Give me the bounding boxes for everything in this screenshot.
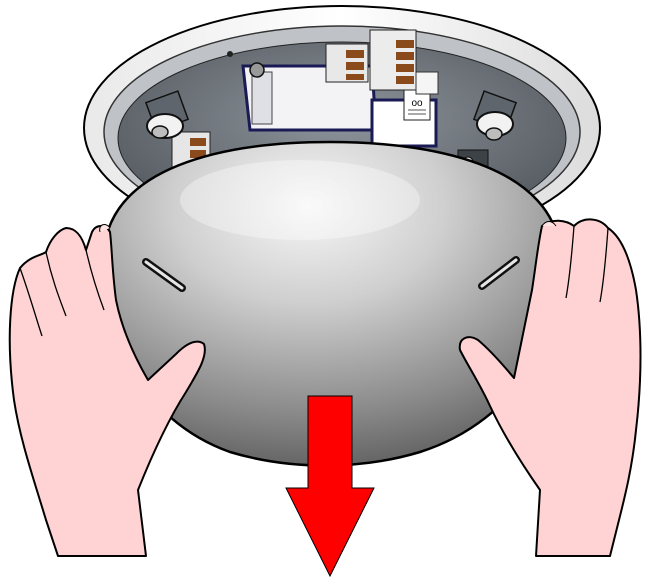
pcb-label-text: oo: [411, 98, 423, 109]
